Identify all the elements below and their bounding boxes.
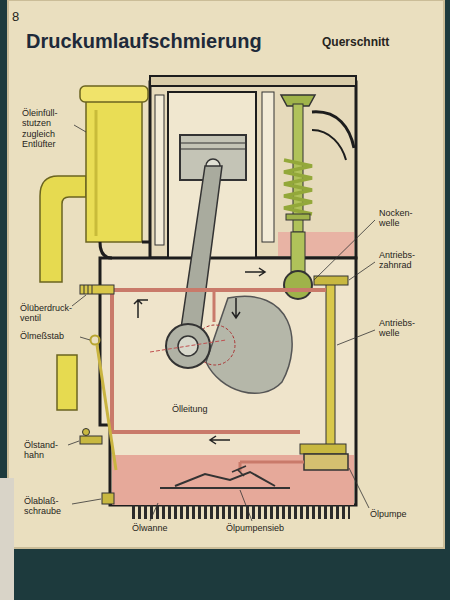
part-label: Ölpumpe	[370, 509, 407, 519]
subtitle: Querschnitt	[322, 36, 389, 50]
flow-arrow	[210, 436, 230, 444]
suction-pipe	[240, 462, 304, 472]
part-label: Antriebs- welle	[379, 318, 415, 339]
oil-sump	[112, 455, 354, 505]
oil-line	[213, 290, 216, 322]
oil-pump	[304, 454, 348, 470]
oil-sieve	[160, 487, 290, 489]
crankcase	[100, 258, 356, 505]
part-label: Öleinfüll- stutzen zugleich Entlüfter	[22, 108, 58, 149]
filler-neck	[86, 100, 142, 242]
flow-arrow	[245, 268, 265, 276]
leader-lines	[68, 125, 375, 521]
connecting-rod	[180, 166, 222, 335]
cooling-fins	[132, 505, 350, 519]
cylinder-block	[150, 82, 356, 258]
valve-spring	[284, 160, 312, 214]
side-object	[0, 478, 14, 600]
drive-shaft	[326, 282, 335, 454]
tappet	[291, 232, 305, 272]
oil-line	[112, 290, 326, 432]
overpressure-valve	[80, 285, 114, 294]
cylinder-head	[150, 76, 356, 86]
part-label: Nocken- welle	[379, 208, 413, 229]
part-label: Ölstand- hahn	[24, 440, 58, 461]
title: Druckumlaufschmierung	[26, 30, 262, 53]
part-label: Ölpumpensieb	[226, 523, 284, 533]
part-label: Ölmeßstab	[20, 331, 64, 341]
part-label: Ölwanne	[132, 523, 168, 533]
vent-pipe	[40, 176, 86, 282]
dipstick	[97, 345, 116, 470]
plate-number: 8	[12, 10, 19, 25]
poster	[8, 0, 444, 548]
drive-gear	[314, 276, 348, 285]
flow-arrow	[134, 300, 148, 318]
part-label: Ölüberdruck- ventil	[20, 303, 72, 324]
crank-web	[206, 296, 292, 393]
part-label: Ölablaß- schraube	[24, 496, 61, 517]
pump-gear	[300, 444, 346, 454]
level-tap	[80, 436, 102, 444]
part-label: Ölleitung	[172, 404, 208, 414]
dipstick-ring	[91, 336, 100, 345]
drain-screw	[102, 493, 114, 504]
water-jacket	[155, 95, 164, 245]
filler-cap	[80, 86, 148, 102]
water-jacket	[262, 92, 274, 242]
oil-sieve	[175, 472, 275, 486]
exhaust-port	[312, 130, 346, 160]
camshaft	[284, 271, 312, 299]
guide-pipe	[57, 355, 77, 410]
part-label: Antriebs- zahnrad	[379, 250, 415, 271]
flow-arrow	[232, 298, 240, 318]
